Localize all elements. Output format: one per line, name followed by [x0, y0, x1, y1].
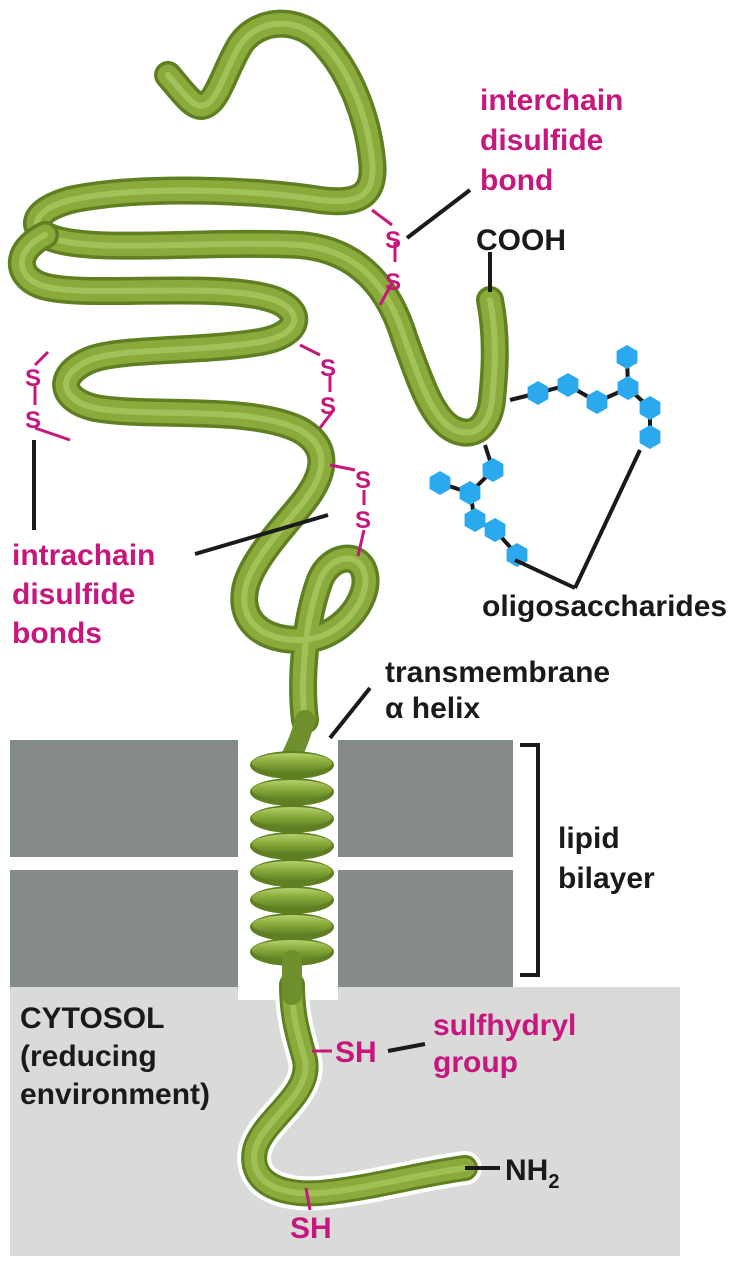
- sugar-hexagon: [465, 508, 486, 532]
- helix-coil-highlight: [252, 915, 332, 935]
- svg-text:lipid: lipid: [558, 822, 620, 855]
- sugar-hexagon: [528, 381, 549, 405]
- intrachain-label: intrachain disulfide bonds: [12, 539, 155, 650]
- sh-upper-label: SH: [335, 1036, 377, 1069]
- helix-coil-highlight: [252, 834, 332, 854]
- extracellular-domain: [22, 24, 495, 720]
- s-label: S: [355, 467, 371, 494]
- svg-text:(reducing: (reducing: [20, 1040, 157, 1073]
- s-label: S: [320, 355, 336, 382]
- transmembrane-helix: [250, 720, 334, 995]
- helix-coil-highlight: [252, 861, 332, 881]
- svg-text:bonds: bonds: [12, 617, 102, 650]
- s-label: S: [25, 365, 41, 392]
- helix-coil-highlight: [252, 888, 332, 908]
- svg-text:α helix: α helix: [385, 692, 480, 725]
- svg-text:bond: bond: [480, 164, 553, 197]
- svg-text:transmembrane: transmembrane: [385, 656, 610, 689]
- sugar-hexagon: [640, 425, 661, 449]
- helix-coil-highlight: [252, 780, 332, 800]
- svg-text:sulfhydryl: sulfhydryl: [433, 1009, 576, 1042]
- svg-text:interchain: interchain: [480, 84, 623, 117]
- svg-text:environment): environment): [20, 1078, 210, 1111]
- s-label: S: [320, 393, 336, 420]
- helix-coil-highlight: [252, 753, 332, 773]
- lipid-bilayer-label: lipid bilayer: [558, 822, 655, 895]
- svg-text:CYTOSOL: CYTOSOL: [20, 1002, 164, 1035]
- sh-lower-label: SH: [290, 1212, 332, 1245]
- s-label: S: [355, 507, 371, 534]
- sugar-hexagon: [587, 390, 608, 414]
- svg-text:disulfide: disulfide: [480, 124, 603, 157]
- oligosaccharides-label: oligosaccharides: [482, 590, 727, 623]
- svg-text:disulfide: disulfide: [12, 578, 135, 611]
- interchain-label: interchain disulfide bond: [480, 84, 623, 197]
- helix-coil-highlight: [252, 807, 332, 827]
- svg-text:group: group: [433, 1046, 518, 1079]
- sugar-hexagon: [617, 345, 638, 369]
- oligosaccharides-chain: [430, 345, 661, 567]
- transmembrane-label: transmembrane α helix: [385, 656, 610, 725]
- svg-text:bilayer: bilayer: [558, 862, 655, 895]
- sugar-hexagon: [558, 373, 579, 397]
- s-label: S: [385, 269, 401, 296]
- s-label: S: [385, 227, 401, 254]
- s-label: S: [25, 407, 41, 434]
- cooh-label: COOH: [476, 224, 566, 257]
- svg-text:intrachain: intrachain: [12, 539, 155, 572]
- sugar-hexagon: [430, 471, 451, 495]
